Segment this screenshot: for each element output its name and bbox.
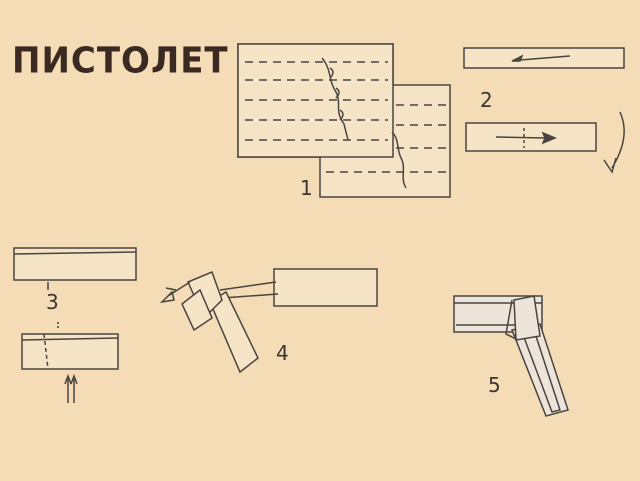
- page-title: ПИСТОЛЕТ: [12, 40, 229, 82]
- left-arrow-icon: [511, 54, 524, 62]
- step-2-figure: [463, 47, 625, 174]
- step-3-figure: [13, 247, 137, 403]
- up-arrows-icon: [64, 373, 78, 403]
- turn-over-arrow-icon: [603, 111, 625, 174]
- step-4-number: 4: [276, 341, 289, 365]
- step-1-fold-lines: [245, 61, 446, 173]
- step-4-arrow-icon: [159, 281, 191, 304]
- step-1-fold-arrow-icon: [321, 57, 349, 141]
- step-3-number: 3: [46, 290, 59, 314]
- step-1-curl-icon: [329, 67, 344, 121]
- step-1-number: 1: [300, 176, 313, 200]
- step-5-number: 5: [488, 373, 501, 397]
- step-2-number: 2: [480, 88, 493, 112]
- pistol-wrap-band: [513, 295, 541, 341]
- step-4-figure: [159, 268, 378, 374]
- step-4-long-strip: [273, 268, 378, 307]
- right-arrow-icon: [541, 131, 557, 145]
- step-1-fold-arrow-icon-2: [391, 131, 407, 189]
- step-1-figure: [237, 43, 451, 198]
- step-5-figure: [453, 295, 569, 417]
